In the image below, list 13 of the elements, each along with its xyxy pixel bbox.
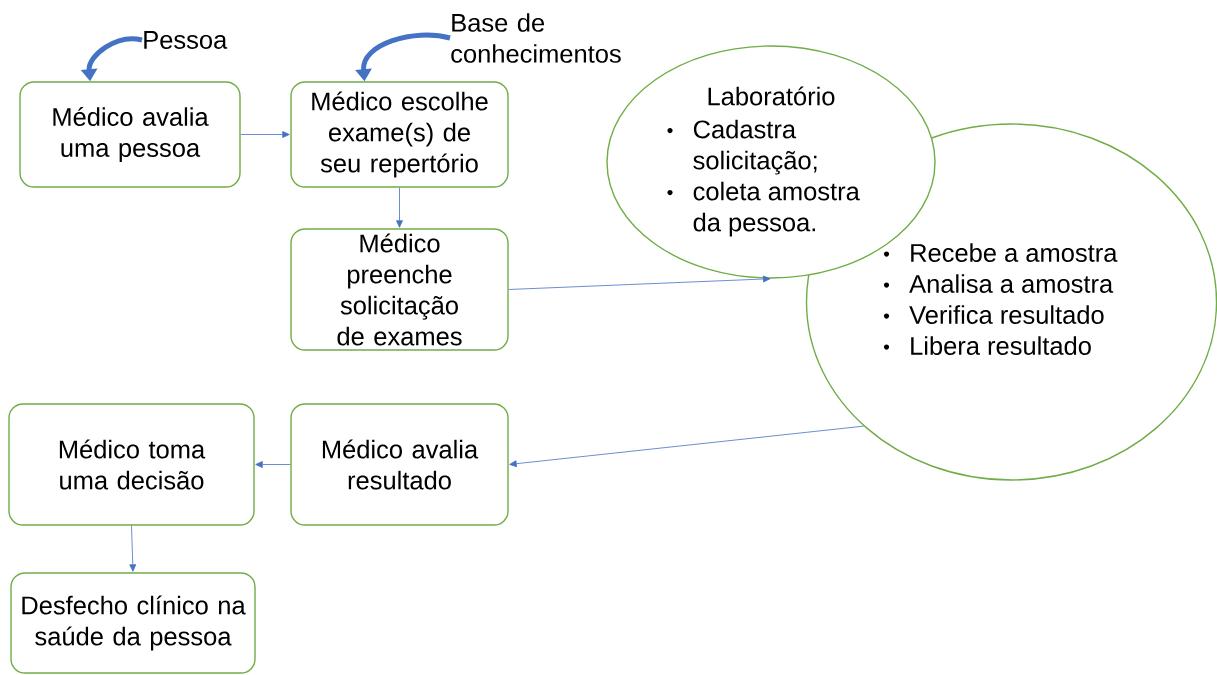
process-box: Médico toma uma decisão	[8, 403, 255, 526]
arrow	[240, 131, 290, 138]
arrow	[509, 425, 864, 468]
process-box: Médico escolhe exame(s) de seu repertório	[290, 81, 509, 188]
process-box: Médico avalia resultado	[290, 403, 509, 526]
process-box: Desfecho clínico na saúde da pessoa	[10, 572, 256, 674]
arrow	[255, 461, 291, 468]
process-box: Médico avalia uma pessoa	[19, 81, 241, 188]
process-box: Médico preenche solicitação de exames	[290, 228, 509, 351]
arrow	[508, 275, 771, 290]
arrow	[129, 525, 137, 572]
text-label: Pessoa	[144, 31, 228, 49]
arrow	[396, 187, 403, 228]
